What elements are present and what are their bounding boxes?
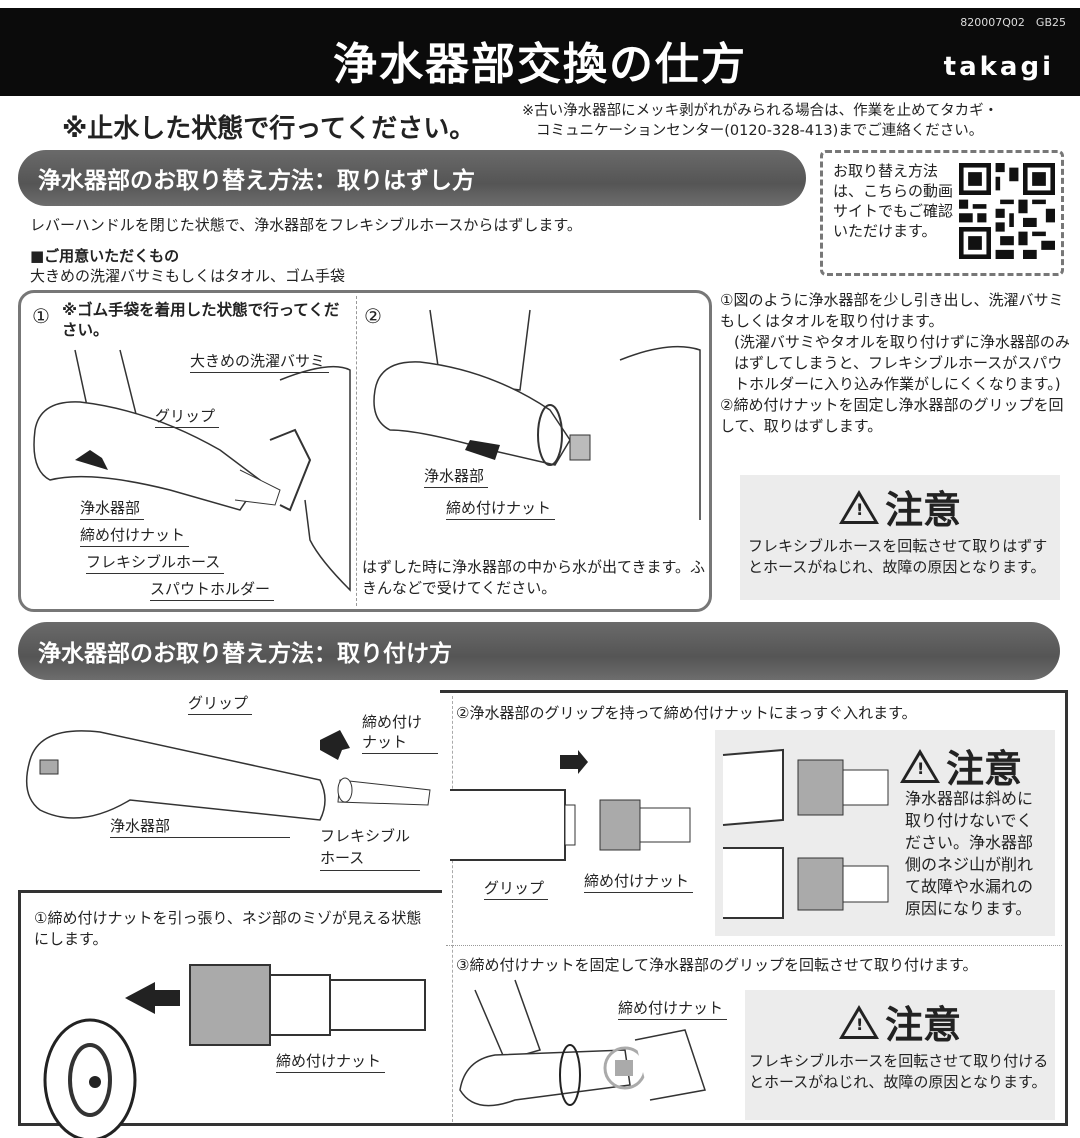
divider [356, 296, 357, 606]
fig2-label-purifier: 浄水器部 [424, 465, 489, 488]
fig2-number: ② [364, 304, 382, 328]
label-large-clothespin: 大きめの洗濯バサミ [190, 350, 330, 373]
removal-caution: 注意 フレキシブルホースを回転させて取りはずすとホースがねじれ、故障の原因となり… [740, 475, 1060, 600]
caution-title: 注意 [884, 488, 961, 532]
removal-step-1-note: (洗濯バサミやタオルを取り付けずに浄水器部のみはずしてしまうと、フレキシブルホー… [734, 333, 1070, 393]
warning-icon [838, 489, 879, 524]
install-step2-text: ②浄水器部のグリップを持って締め付けナットにまっすぐ入れます。 [456, 704, 917, 722]
caution-text: フレキシブルホースを回転させて取りはずすとホースがねじれ、故障の原因となります。 [748, 537, 1048, 576]
step2-label-nut: 締め付けナット [584, 870, 694, 893]
prep-items: 大きめの洗濯バサミもしくはタオル、ゴム手袋 [30, 267, 346, 285]
overview-label-nut: 締め付けナット [362, 712, 438, 754]
overview-label-grip: グリップ [188, 692, 253, 715]
label-hose: フレキシブルホース [86, 551, 225, 574]
qr-text: お取り替え方法は、こちらの動画サイトでもご確認いただけます。 [833, 162, 954, 240]
qr-box: お取り替え方法は、こちらの動画サイトでもご確認いただけます。 [820, 150, 1064, 276]
warning-icon [900, 748, 940, 783]
step3-illustration [459, 979, 706, 1107]
label-grip: グリップ [155, 405, 220, 428]
stop-water-notice: ※止水した状態で行ってください。 [62, 114, 476, 144]
plating-notice-line2: コミュニケーションセンター(0120-328-413)までご連絡ください。 [536, 123, 984, 139]
step2-caution: 注意 浄水器部は斜めに取り付けないでください。浄水器部側のネジ山が削れて故障や水… [715, 730, 1055, 936]
prep-title: ■ご用意いただくもの [30, 247, 180, 265]
caution-title: 注意 [884, 1003, 961, 1047]
install-step3-text: ③締め付けナットを固定して浄水器部のグリップを回転させて取り付けます。 [456, 956, 978, 974]
caution-title: 注意 [946, 747, 1023, 791]
correct-straight-illustration [723, 847, 889, 919]
install-overview-illustration [25, 730, 431, 821]
brand-logo: takagi [943, 52, 1054, 82]
fig1-note: ※ゴム手袋を着用した状態で行ってください。 [62, 301, 340, 339]
step2-label-grip: グリップ [484, 877, 549, 900]
removal-figure-frame [18, 290, 712, 612]
step3-caution: 注意 フレキシブルホースを回転させて取り付けるとホースがねじれ、故障の原因となり… [745, 990, 1055, 1120]
removal-steps: ①図のように浄水器部を少し引き出し、洗濯バサミもしくはタオルを取り付けます。 (… [720, 290, 1070, 437]
removal-illustration-1 [33, 349, 351, 592]
fig2-label-nut: 締め付けナット [446, 497, 556, 520]
overview-label-hose: フレキシブルホース [320, 825, 420, 871]
step2-illustration [450, 750, 691, 861]
fig1-number: ① [32, 304, 50, 328]
label-spout-holder: スパウトホルダー [150, 578, 275, 601]
removal-step-1: ①図のように浄水器部を少し引き出し、洗濯バサミもしくはタオルを取り付けます。 [720, 291, 1064, 330]
removal-step-2: ②締め付けナットを固定し浄水器部のグリップを回して、取りはずします。 [720, 396, 1064, 435]
removal-illustration-2 [373, 309, 701, 520]
overview-label-purifier: 浄水器部 [110, 815, 290, 838]
install-step1-text: ①締め付けナットを引っ張り、ネジ部のミゾが見える状態にします。 [34, 909, 422, 948]
divider [452, 696, 453, 1122]
caution-text: フレキシブルホースを回転させて取り付けるとホースがねじれ、故障の原因となります。 [749, 1052, 1049, 1091]
caution-text: 浄水器部は斜めに取り付けないでください。浄水器部側のネジ山が削れて故障や水漏れの… [905, 789, 1034, 918]
label-nut: 締め付けナット [80, 524, 190, 547]
install-steps-frame [440, 690, 1068, 1126]
removal-heading: 浄水器部のお取り替え方法：取りはずし方 [18, 150, 806, 206]
plating-notice-line1: ※古い浄水器部にメッキ剥がれがみられる場合は、作業を止めてタカギ・ [522, 103, 999, 119]
fig2-note: はずした時に浄水器部の中から水が出てきます。ふきんなどで受けてください。 [362, 558, 706, 597]
qr-code-icon[interactable] [959, 163, 1055, 259]
step1-illustration [43, 964, 426, 1138]
incorrect-diagonal-illustration [722, 748, 889, 826]
label-purifier: 浄水器部 [80, 497, 145, 520]
step3-label-nut: 締め付けナット [618, 997, 728, 1020]
warning-icon [838, 1004, 879, 1039]
install-heading: 浄水器部のお取り替え方法：取り付け方 [18, 622, 1060, 680]
product-code: 820007Q02 GB25 [960, 16, 1066, 29]
header-bar: 浄水器部交換の仕方 820007Q02 GB25 takagi [0, 8, 1080, 96]
removal-intro: レバーハンドルを閉じた状態で、浄水器部をフレキシブルホースからはずします。 [30, 216, 582, 234]
page-title: 浄水器部交換の仕方 [333, 39, 747, 90]
plating-notice: ※古い浄水器部にメッキ剥がれがみられる場合は、作業を止めてタカギ・ コミュニケー… [522, 101, 998, 141]
install-step1-frame [18, 890, 442, 1126]
divider [446, 945, 1062, 946]
step1-label-nut: 締め付けナット [276, 1050, 386, 1073]
